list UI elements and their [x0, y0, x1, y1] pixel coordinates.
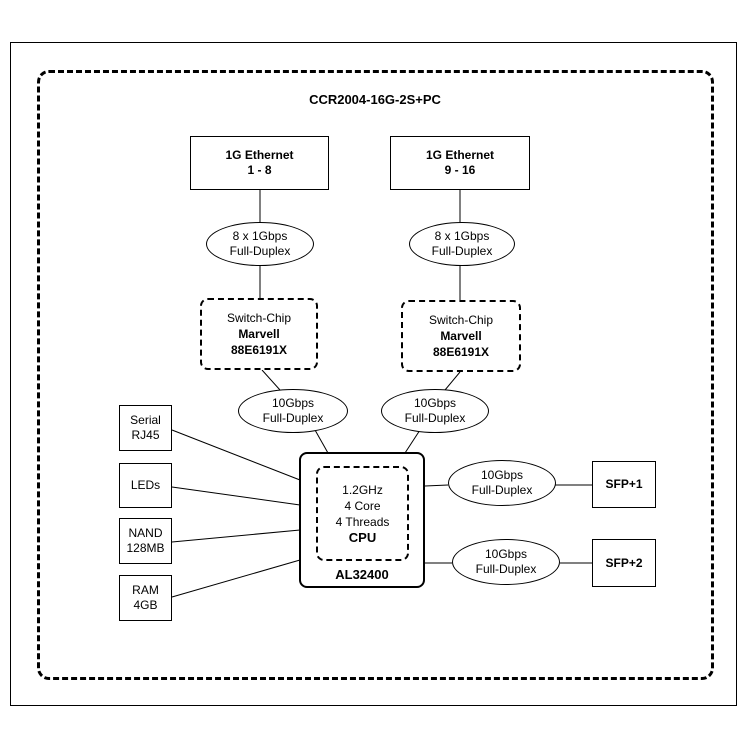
line-cpu-to-sfp-link-1	[424, 484, 449, 487]
cpu-package	[299, 452, 425, 588]
cpu-threads: 4 Threads	[335, 514, 390, 529]
ethernet-left-line2: 1 - 8	[247, 163, 272, 177]
leds-box: LEDs	[119, 463, 172, 508]
eth-link-right-line2: Full-Duplex	[431, 244, 493, 258]
switch-left-line2: Marvell	[238, 327, 280, 341]
switch-cpu-link-left: 10Gbps Full-Duplex	[238, 389, 348, 433]
ethernet-right-line2: 9 - 16	[444, 163, 476, 177]
cpu-model: AL32400	[335, 567, 389, 582]
sfp1-label: SFP+1	[605, 477, 643, 491]
cpu-cores: 4 Core	[344, 498, 381, 513]
nand-box: NAND 128MB	[119, 518, 172, 564]
switch-cpu-link-left-line1: 10Gbps	[271, 396, 315, 410]
ethernet-left-line1: 1G Ethernet	[225, 148, 294, 162]
switch-right-line1: Switch-Chip	[428, 313, 494, 327]
cpu-core: 1.2GHz 4 Core 4 Threads CPU	[316, 466, 409, 561]
sfp-link-2-line2: Full-Duplex	[475, 562, 537, 576]
switch-cpu-link-left-line2: Full-Duplex	[262, 411, 324, 425]
ethernet-right-line1: 1G Ethernet	[425, 148, 494, 162]
line-link-left-to-cpu	[314, 429, 329, 454]
outer-frame	[10, 42, 737, 706]
cpu-label: CPU	[348, 529, 377, 545]
switch-cpu-link-right-line2: Full-Duplex	[404, 411, 466, 425]
nand-line1: NAND	[128, 526, 163, 540]
line-serial-to-cpu	[171, 429, 301, 481]
serial-rj45-box: Serial RJ45	[119, 405, 172, 451]
line-switch-left-to-link	[261, 369, 281, 391]
sfp-link-1-line2: Full-Duplex	[471, 483, 533, 497]
ram-line2: 4GB	[133, 598, 158, 612]
device-boundary	[37, 70, 714, 680]
leds-line1: LEDs	[130, 478, 161, 492]
switch-chip-left: Switch-Chip Marvell 88E6191X	[200, 298, 318, 370]
switch-cpu-link-right-line1: 10Gbps	[413, 396, 457, 410]
diagram-title: CCR2004-16G-2S+PC	[309, 92, 441, 107]
ram-line1: RAM	[132, 583, 159, 597]
line-leds-to-cpu	[171, 486, 301, 506]
sfp-link-2: 10Gbps Full-Duplex	[452, 539, 560, 585]
line-ram-to-cpu	[171, 559, 301, 598]
nand-line2: 128MB	[126, 541, 165, 555]
switch-cpu-link-right: 10Gbps Full-Duplex	[381, 389, 489, 433]
switch-left-line3: 88E6191X	[230, 343, 288, 357]
eth-link-left-line1: 8 x 1Gbps	[232, 229, 288, 243]
ethernet-box-1-8: 1G Ethernet 1 - 8	[190, 136, 329, 190]
switch-right-line2: Marvell	[440, 329, 482, 343]
sfp-link-1-line1: 10Gbps	[480, 468, 524, 482]
eth-link-left-line2: Full-Duplex	[229, 244, 291, 258]
ethernet-box-9-16: 1G Ethernet 9 - 16	[390, 136, 530, 190]
switch-left-line1: Switch-Chip	[226, 311, 292, 325]
line-nand-to-cpu	[171, 529, 301, 543]
serial-line2: RJ45	[131, 428, 160, 442]
switch-right-line3: 88E6191X	[432, 345, 490, 359]
serial-line1: Serial	[130, 413, 161, 427]
eth-link-right-line1: 8 x 1Gbps	[434, 229, 490, 243]
eth-link-left: 8 x 1Gbps Full-Duplex	[206, 222, 314, 266]
cpu-clock: 1.2GHz	[342, 482, 383, 497]
switch-chip-right: Switch-Chip Marvell 88E6191X	[401, 300, 521, 372]
sfp2-box: SFP+2	[592, 539, 656, 587]
ram-box: RAM 4GB	[119, 575, 172, 621]
sfp2-label: SFP+2	[605, 555, 643, 570]
sfp1-box: SFP+1	[592, 461, 656, 508]
sfp-link-1: 10Gbps Full-Duplex	[448, 460, 556, 506]
sfp-link-2-line1: 10Gbps	[484, 547, 528, 561]
line-switch-right-to-link	[444, 371, 461, 391]
line-link-right-to-cpu	[404, 429, 421, 454]
eth-link-right: 8 x 1Gbps Full-Duplex	[409, 222, 515, 266]
